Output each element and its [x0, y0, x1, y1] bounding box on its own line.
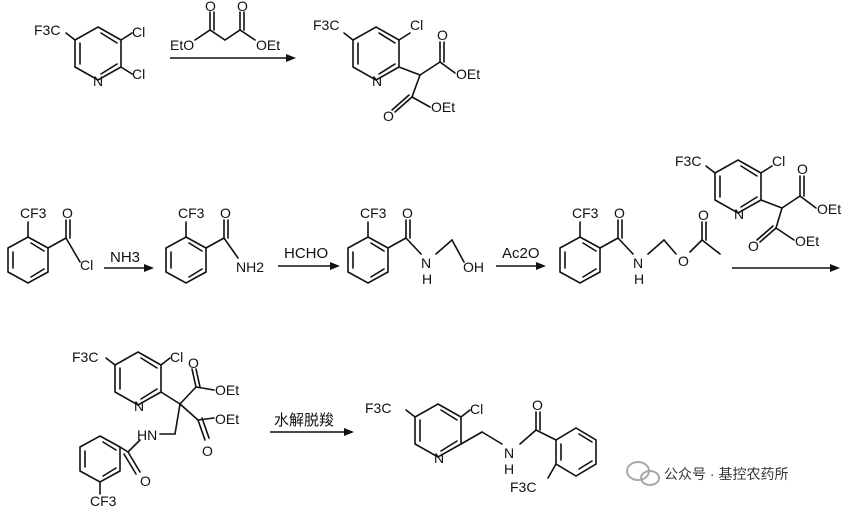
- wechat-icon: [626, 461, 660, 486]
- oet-label: OEt: [256, 37, 280, 53]
- watermark: 公众号 · 基控农药所: [626, 461, 788, 486]
- reagent-label: 水解脱羧: [274, 411, 334, 429]
- cf3-label: CF3: [360, 205, 387, 221]
- nh-label: HN: [137, 427, 157, 443]
- nh2-label: NH2: [236, 259, 264, 275]
- h-label: H: [504, 461, 514, 477]
- cf3-label: F3C: [313, 17, 339, 33]
- n-label: N: [633, 255, 643, 271]
- reaction-arrow-4: Ac2O: [496, 245, 546, 270]
- reaction-arrow-1: [170, 54, 296, 62]
- reagent-label: NH3: [110, 249, 140, 266]
- cl-label: Cl: [470, 401, 483, 417]
- reagent-label: Ac2O: [502, 245, 540, 262]
- oet-label: OEt: [431, 99, 455, 115]
- cf3-label: CF3: [90, 493, 117, 509]
- pyridine-n-label: N: [372, 73, 382, 89]
- reagent-diethyl-malonate: O O EtO OEt: [170, 0, 280, 53]
- cf3-label: CF3: [572, 205, 599, 221]
- compound-pyridyl-malonate: Cl N F3C O OEt O OEt: [313, 17, 480, 124]
- reaction-arrow-3: HCHO: [278, 245, 340, 270]
- compound-dichloro-cf3-pyridine: Cl Cl N F3C: [34, 22, 145, 89]
- cl-label: Cl: [170, 349, 183, 365]
- o-label: O: [220, 205, 231, 221]
- o-label: O: [797, 161, 808, 177]
- cl-label: Cl: [132, 24, 145, 40]
- compound-benzamide: CF3 O NH2: [165, 205, 264, 284]
- o-label: O: [383, 108, 394, 124]
- compound-benzoyl-chloride: CF3 O Cl: [7, 205, 93, 284]
- eto-label: EtO: [170, 37, 194, 53]
- o-label: O: [237, 0, 248, 14]
- cf3-label: CF3: [178, 205, 205, 221]
- oet-label: OEt: [456, 66, 480, 82]
- watermark-text: 公众号 · 基控农药所: [664, 466, 788, 482]
- cf3-label: F3C: [365, 400, 391, 416]
- o-label: O: [140, 473, 151, 489]
- h-label: H: [422, 271, 432, 287]
- pyridine-n-label: N: [434, 450, 444, 466]
- pyridine-n-label: N: [93, 73, 103, 89]
- reagent-pyridyl-malonate: Cl N F3C O OEt O OEt: [675, 153, 841, 254]
- reaction-arrow-6: 水解脱羧: [270, 411, 354, 436]
- o-label: O: [678, 253, 689, 269]
- cf3-label: F3C: [34, 22, 60, 38]
- cf3-label: CF3: [20, 205, 47, 221]
- h-label: H: [634, 271, 644, 287]
- n-label: N: [504, 445, 514, 461]
- pyridine-n-label: N: [734, 206, 744, 222]
- o-label: O: [205, 0, 216, 14]
- o-label: O: [698, 207, 709, 223]
- o-label: O: [614, 205, 625, 221]
- cl-label: Cl: [132, 66, 145, 82]
- compound-acetoxymethyl-benzamide: CF3 O N H O O: [559, 205, 721, 287]
- oet-label: OEt: [795, 233, 819, 249]
- cl-label: Cl: [772, 153, 785, 169]
- o-label: O: [202, 443, 213, 459]
- o-label: O: [62, 205, 73, 221]
- o-label: O: [188, 355, 199, 371]
- cf3-label: F3C: [675, 153, 701, 169]
- pyridine-n-label: N: [134, 398, 144, 414]
- oet-label: OEt: [817, 201, 841, 217]
- o-label: O: [402, 205, 413, 221]
- reaction-arrow-2: NH3: [104, 249, 154, 272]
- o-label: O: [748, 238, 759, 254]
- oet-label: OEt: [215, 382, 239, 398]
- compound-hydroxymethyl-benzamide: CF3 O N H OH: [347, 205, 484, 287]
- oh-label: OH: [463, 259, 484, 275]
- reaction-arrow-5: [732, 264, 840, 272]
- compound-aminomethyl-malonate: Cl N F3C O OEt O OEt HN O CF3: [72, 349, 239, 509]
- cf3-label: F3C: [510, 479, 536, 495]
- oet-label: OEt: [215, 411, 239, 427]
- o-label: O: [437, 27, 448, 43]
- cf3-label: F3C: [72, 349, 98, 365]
- n-label: N: [421, 255, 431, 271]
- acyl-cl-label: Cl: [80, 257, 93, 273]
- reagent-label: HCHO: [284, 245, 328, 262]
- cl-label: Cl: [410, 17, 423, 33]
- o-label: O: [532, 397, 543, 413]
- compound-fluopyram-product: Cl N F3C N H O F3C: [365, 397, 597, 495]
